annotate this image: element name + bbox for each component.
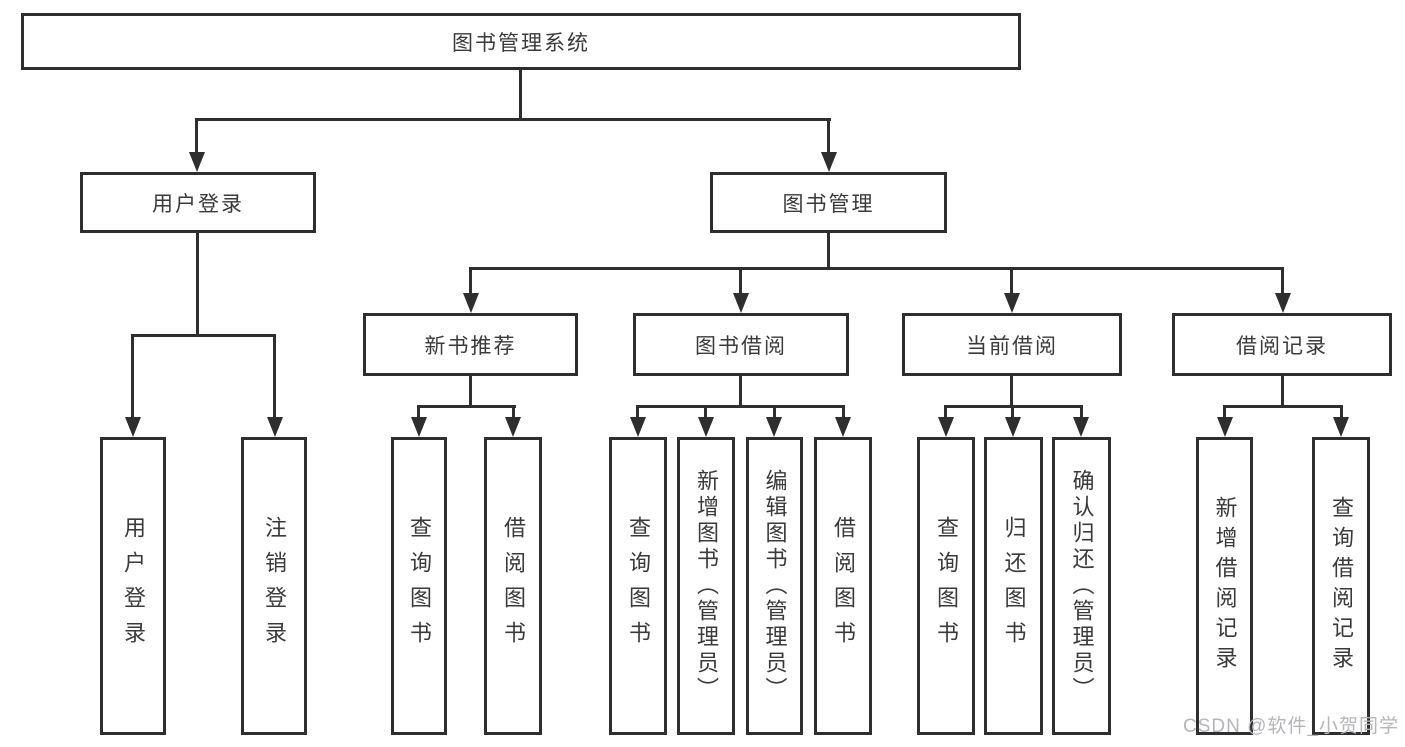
connector-stem [1010, 376, 1013, 407]
connector-stem [773, 405, 776, 419]
connector-stem [1011, 405, 1014, 419]
connector-stem [417, 405, 420, 419]
leaf-label: 借阅图书 [501, 516, 526, 656]
arrowhead-icon [189, 152, 205, 172]
arrowhead-icon [835, 417, 851, 437]
leaf-bb-edit-book-admin: 编辑图书（管理员） [746, 437, 803, 735]
leaf-label: 确认归还（管理员） [1069, 469, 1095, 703]
arrowhead-icon [1073, 417, 1089, 437]
connector-stem [1281, 267, 1284, 295]
arrowhead-icon [505, 417, 521, 437]
arrowhead-icon [267, 417, 283, 437]
leaf-br-query-record: 查询借阅记录 [1312, 437, 1370, 735]
node-user-login: 用户登录 [80, 172, 316, 233]
arrowhead-icon [1004, 293, 1020, 313]
connector-stem [827, 233, 830, 270]
node-label: 新书推荐 [424, 334, 517, 358]
node-borrow-records: 借阅记录 [1172, 313, 1392, 376]
connector-stem [273, 334, 276, 418]
node-book-management: 图书管理 [710, 172, 947, 233]
arrowhead-icon [821, 152, 837, 172]
node-label: 图书管理系统 [452, 31, 590, 55]
connector-hbar [469, 267, 1284, 270]
connector-stem [1223, 405, 1226, 419]
arrowhead-icon [630, 417, 646, 437]
leaf-label: 查询图书 [407, 516, 432, 656]
connector-hbar [131, 334, 276, 337]
leaf-label: 查询图书 [934, 516, 959, 656]
connector-stem [842, 405, 845, 419]
connector-root-hbar [195, 118, 831, 121]
leaf-label: 查询图书 [626, 516, 651, 656]
connector-stem [636, 405, 639, 419]
connector-stem [1281, 376, 1284, 407]
connector-stem [196, 233, 199, 337]
connector-stem [944, 405, 947, 419]
connector-stem [469, 376, 472, 407]
arrowhead-icon [698, 417, 714, 437]
node-new-book-recommend: 新书推荐 [363, 313, 578, 376]
leaf-label: 新增图书（管理员） [694, 469, 719, 703]
node-root-system: 图书管理系统 [21, 13, 1021, 70]
leaf-bb-borrow-book: 借阅图书 [814, 437, 872, 735]
connector-stem [195, 118, 198, 154]
leaf-logout: 注销登录 [241, 437, 307, 735]
node-current-borrowing: 当前借阅 [902, 313, 1122, 376]
connector-stem [739, 376, 742, 407]
arrowhead-icon [125, 417, 141, 437]
leaf-br-add-record: 新增借阅记录 [1196, 437, 1253, 735]
node-label: 用户登录 [152, 192, 244, 216]
arrowhead-icon [411, 417, 427, 437]
node-label: 图书借阅 [695, 334, 787, 358]
connector-hbar [417, 405, 516, 408]
leaf-cb-confirm-return-admin: 确认归还（管理员） [1052, 437, 1111, 735]
node-label: 借阅记录 [1236, 334, 1328, 358]
connector-root-stem [519, 70, 522, 120]
leaf-label: 查询借阅记录 [1329, 496, 1354, 676]
connector-stem [512, 405, 515, 419]
node-book-borrowing: 图书借阅 [633, 313, 849, 376]
arrowhead-icon [938, 417, 954, 437]
leaf-label: 编辑图书（管理员） [762, 469, 788, 703]
connector-stem [1080, 405, 1083, 419]
arrowhead-icon [1333, 417, 1349, 437]
leaf-rec-query-book: 查询图书 [391, 437, 447, 735]
node-label: 图书管理 [782, 192, 875, 216]
node-label: 当前借阅 [966, 334, 1058, 358]
leaf-label: 新增借阅记录 [1212, 496, 1238, 676]
connector-stem [827, 118, 830, 154]
connector-stem [131, 334, 134, 418]
leaf-label: 借阅图书 [831, 516, 856, 656]
leaf-user-login: 用户登录 [100, 437, 166, 735]
leaf-cb-query-book: 查询图书 [917, 437, 975, 735]
arrowhead-icon [1217, 417, 1233, 437]
connector-stem [1340, 405, 1343, 419]
connector-stem [704, 405, 707, 419]
connector-hbar [1223, 405, 1343, 408]
connector-hbar [636, 405, 845, 408]
leaf-label: 归还图书 [1001, 516, 1027, 656]
leaf-rec-borrow-book: 借阅图书 [484, 437, 542, 735]
leaf-cb-return-book: 归还图书 [984, 437, 1043, 735]
connector-stem [739, 267, 742, 295]
connector-stem [469, 267, 472, 295]
arrowhead-icon [733, 293, 749, 313]
leaf-bb-query-book: 查询图书 [609, 437, 667, 735]
connector-stem [1010, 267, 1013, 295]
csdn-watermark: CSDN @软件_小贺同学 [1183, 716, 1399, 737]
arrowhead-icon [463, 293, 479, 313]
arrowhead-icon [766, 417, 782, 437]
leaf-bb-add-book-admin: 新增图书（管理员） [677, 437, 735, 735]
arrowhead-icon [1005, 417, 1021, 437]
arrowhead-icon [1275, 293, 1291, 313]
leaf-label: 注销登录 [262, 516, 287, 656]
leaf-label: 用户登录 [121, 516, 146, 656]
